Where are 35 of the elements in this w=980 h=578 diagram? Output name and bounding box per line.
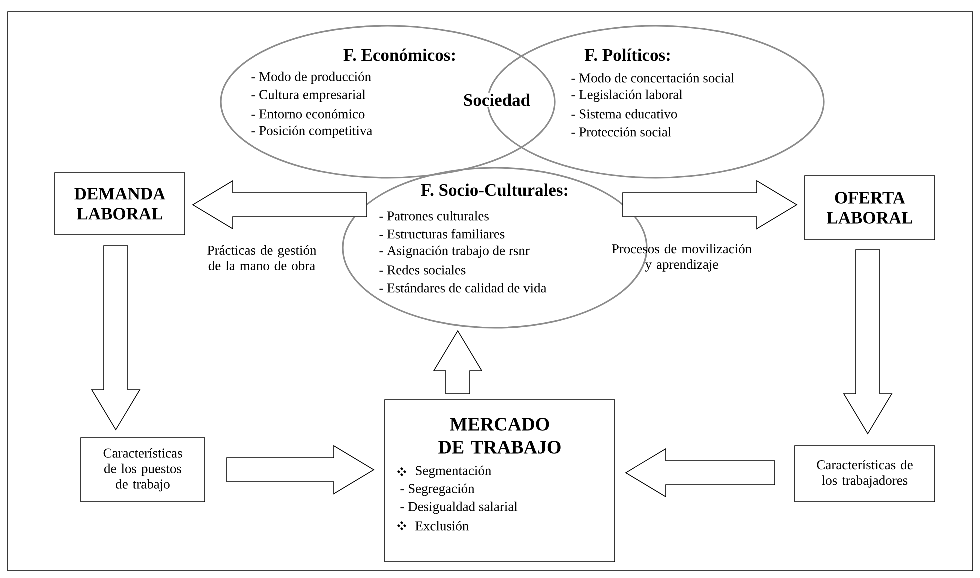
annotation-text: Prácticas de gestión de la mano de obra [208,245,317,270]
list-item: - Redes sociales [380,265,466,275]
block-arrow [433,330,483,394]
block-arrow [91,246,141,431]
ellipse-heading: F. Económicos: [344,48,455,62]
list-item: - Sistema educativo [572,109,678,119]
text-box: OFERTA LABORAL [804,176,936,240]
list-item: - Segregación [400,484,475,496]
list-item: - Desigualdad salarial [400,502,518,514]
list-item: - Legislación laboral [572,90,683,102]
list-item: - Asignación trabajo de rsnr [380,246,530,258]
list-item: - Posición competitiva [252,126,373,138]
block-arrow [192,180,368,230]
block-arrow [622,180,798,230]
venn-label: Sociedad [462,92,532,108]
list-item: - Protección social [572,127,672,137]
ellipse-heading: F. Políticos: [584,48,670,62]
block-arrow [226,445,375,495]
list-item: Exclusión [416,521,469,531]
block-arrow [625,448,776,498]
list-item: - Estándares de calidad de vida [380,283,547,293]
list-item: - Cultura empresarial [252,90,366,102]
list-item: - Estructuras familiares [380,229,505,239]
list-item: - Patrones culturales [380,211,489,221]
text-box: DEMANDA LABORAL [54,172,186,236]
text-box: Características de los puestos de trabajo [80,438,206,502]
list-item: Segmentación [416,466,492,478]
ellipse-heading: F. Socio-Culturales: [421,184,568,196]
list-item: - Modo de concertación social [572,73,734,83]
text-box: Características de los trabajadores [794,446,936,502]
box-heading: MERCADO DE TRABAJO [438,418,561,454]
list-item: - Entorno económico [252,109,365,119]
annotation-text: Procesos de movilización y aprendizaje [612,244,752,272]
block-arrow [843,250,893,435]
list-item: - Modo de producción [252,72,372,84]
